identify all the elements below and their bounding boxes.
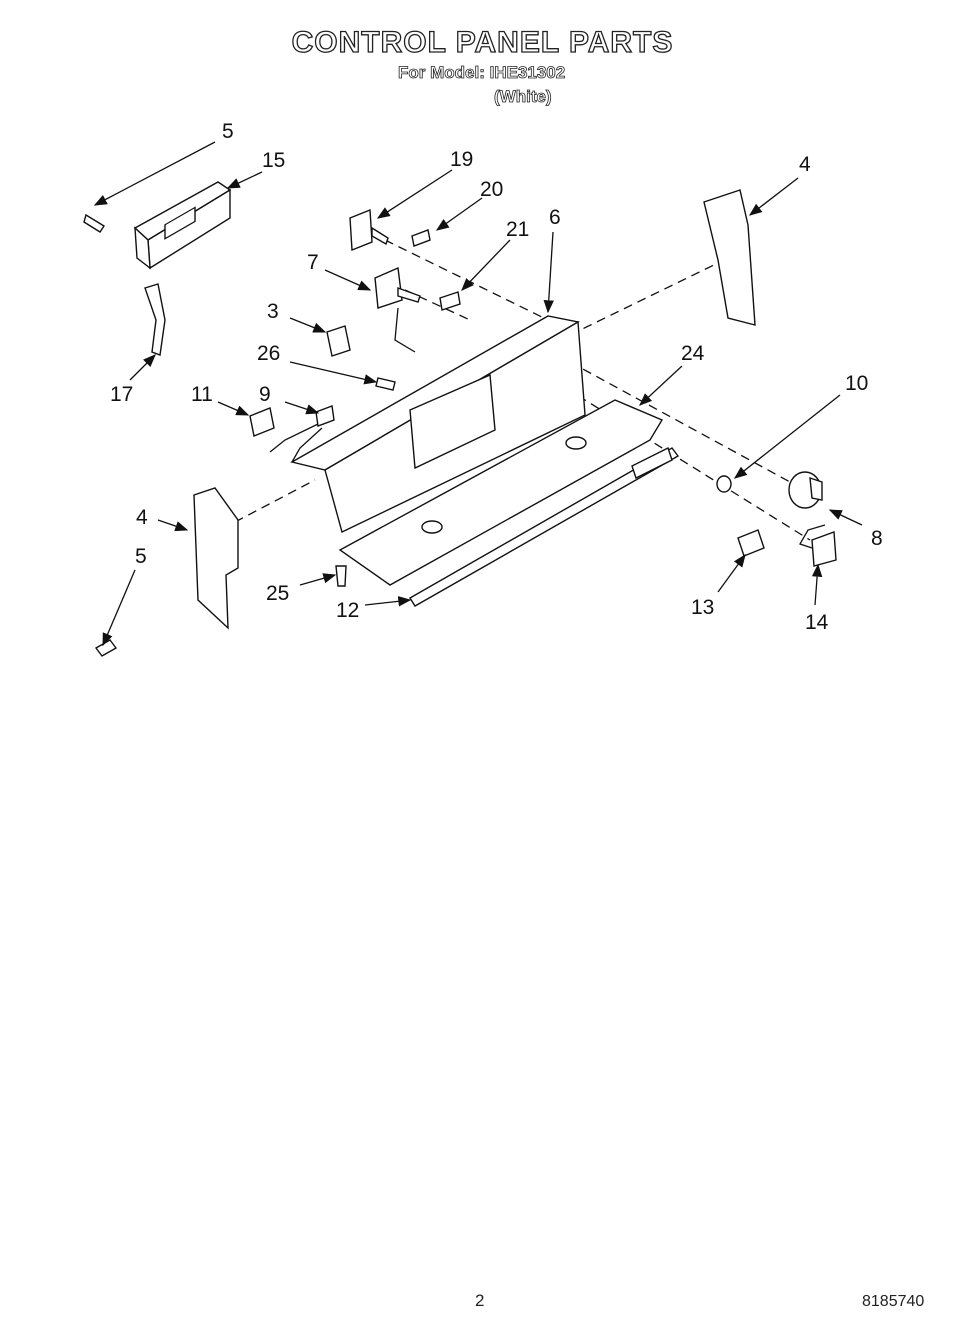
callout-number: 21 <box>506 218 529 241</box>
callout-number: 20 <box>480 178 503 201</box>
callout-number: 4 <box>136 506 148 529</box>
leader-arrow <box>289 317 327 333</box>
part-switch-11 <box>249 407 275 437</box>
leader-arrow <box>93 141 216 206</box>
part-clock-control-15 <box>133 181 232 270</box>
leader-arrow <box>461 239 511 291</box>
part-switch-3 <box>326 325 351 357</box>
leader-arrow <box>157 519 189 532</box>
part-endcap-4-left <box>193 487 239 630</box>
leader-arrow <box>811 563 823 606</box>
leader-arrow <box>828 509 863 526</box>
part-screw-26 <box>375 377 396 391</box>
part-switch-19 <box>349 208 389 252</box>
part-screw-25 <box>335 565 347 587</box>
color-line: (White) <box>494 87 552 107</box>
document-number: 8185740 <box>862 1293 925 1310</box>
callout-number: 5 <box>135 545 147 568</box>
part-knob-8 <box>788 471 823 509</box>
leader-arrow <box>102 569 136 647</box>
leader-arrow <box>733 394 841 479</box>
leader-arrow <box>129 354 156 381</box>
callout-number: 24 <box>681 342 705 365</box>
diagram-title: CONTROL PANEL PARTS <box>291 25 674 59</box>
leader-arrow <box>543 231 554 314</box>
callout-number: 15 <box>262 149 285 172</box>
part-light-10 <box>716 475 732 493</box>
page-number: 2 <box>475 1291 485 1310</box>
callout-number: 7 <box>307 251 319 274</box>
callout-number: 25 <box>266 582 289 605</box>
leader-arrow <box>324 269 372 291</box>
part-trim-12 <box>409 447 680 607</box>
callout-number: 17 <box>110 383 133 406</box>
callout-number: 11 <box>191 383 213 406</box>
callout-number: 13 <box>691 596 714 619</box>
part-receptacle-14 <box>799 524 837 567</box>
callout-number: 8 <box>871 527 883 550</box>
leader-arrow <box>639 365 683 406</box>
part-thermostat-7 <box>374 266 421 353</box>
part-screw-5-bottom <box>94 639 118 657</box>
part-switch-13 <box>737 529 765 557</box>
callout-number: 12 <box>336 599 359 622</box>
part-screw-21 <box>439 291 461 311</box>
leader-arrow <box>717 553 746 593</box>
leader-arrow <box>364 596 412 607</box>
part-shield-24 <box>338 399 664 586</box>
callout-number: 6 <box>549 206 561 229</box>
part-screw-20 <box>411 229 431 247</box>
leader-arrow <box>284 401 320 415</box>
leader-arrow <box>748 177 799 216</box>
callout-number: 10 <box>845 372 868 395</box>
callout-number: 4 <box>799 153 811 176</box>
model-line: For Model: IHE31302 <box>398 63 566 83</box>
part-harness-9 <box>269 405 335 463</box>
part-endcap-4-right <box>703 189 756 326</box>
callout-number: 19 <box>450 148 473 171</box>
callout-number: 3 <box>267 300 279 323</box>
part-control-panel-6 <box>290 315 586 533</box>
leader-arrow <box>289 361 378 385</box>
callout-leaders <box>93 141 863 647</box>
callout-number: 26 <box>257 342 280 365</box>
callout-number: 9 <box>259 383 271 406</box>
leader-arrow <box>299 573 337 586</box>
leader-arrow <box>217 401 250 416</box>
leader-arrow <box>435 197 483 231</box>
leader-arrow <box>376 169 453 219</box>
callout-number: 5 <box>222 120 234 143</box>
part-screw-5-top <box>83 213 105 233</box>
leader-arrow <box>226 171 263 189</box>
callout-number: 14 <box>805 611 829 634</box>
part-bracket-17 <box>144 283 166 356</box>
